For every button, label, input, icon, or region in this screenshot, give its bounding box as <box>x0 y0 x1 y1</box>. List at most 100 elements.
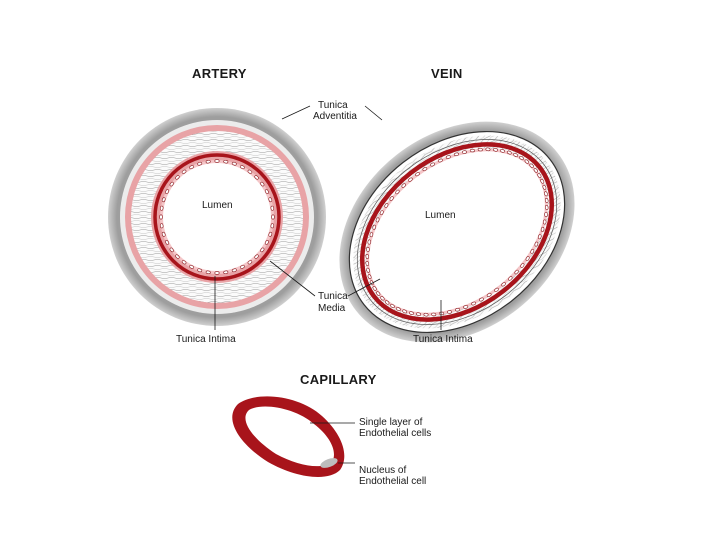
single-layer-label-line1: Single layer of <box>359 417 423 428</box>
nucleus-label-line1: Nucleus of <box>359 465 407 476</box>
endothelial-cell <box>479 297 484 302</box>
endothelial-cell <box>408 177 413 182</box>
endothelial-cell <box>384 203 389 208</box>
endothelial-cell <box>223 270 229 275</box>
leader-media-artery <box>269 260 316 297</box>
endothelial-cell <box>169 247 174 253</box>
endothelial-cell <box>534 241 539 247</box>
endothelial-cell <box>453 152 459 157</box>
leader-media-vein <box>347 278 381 297</box>
endothelial-cell <box>165 189 169 194</box>
endothelial-cell <box>231 161 237 166</box>
endothelial-cell <box>240 165 245 169</box>
endothelial-cell <box>390 303 395 309</box>
endothelial-cell <box>265 189 269 194</box>
endothelial-cell <box>175 254 180 259</box>
endothelial-cell <box>513 153 518 157</box>
artery-lumen <box>163 163 271 271</box>
endothelial-cell <box>437 158 443 163</box>
endothelial-cell <box>247 260 253 265</box>
endothelial-cell <box>372 224 376 230</box>
endothelial-cell <box>519 155 524 161</box>
artery-cross-section <box>108 108 326 326</box>
endothelial-cell <box>189 265 194 269</box>
endothelial-cell <box>529 163 534 168</box>
endothelial-cell <box>389 196 394 201</box>
endothelial-cell <box>395 189 400 195</box>
endothelial-cell <box>537 173 542 178</box>
endothelial-cell <box>544 212 548 218</box>
endothelial-cell <box>415 172 420 177</box>
endothelial-cell <box>455 307 461 312</box>
endothelial-cell <box>431 312 437 317</box>
endothelial-cell <box>159 205 164 211</box>
endothelial-cell <box>461 150 467 154</box>
capillary-title: CAPILLARY <box>300 372 377 387</box>
endothelial-cell <box>270 223 275 229</box>
endothelial-cell <box>205 159 211 164</box>
endothelial-cell <box>365 254 370 260</box>
capillary-wall <box>232 396 345 477</box>
endothelial-cell <box>223 159 229 164</box>
vein-lumen-label: Lumen <box>425 210 456 221</box>
endothelial-cell <box>254 254 259 259</box>
endothelial-cell <box>540 226 545 232</box>
endothelial-cell <box>471 301 477 306</box>
endothelial-cell <box>369 232 374 238</box>
tunica-adventitia-label-line2: Adventitia <box>313 111 357 122</box>
artery-title: ARTERY <box>192 66 247 81</box>
endothelial-cell <box>500 149 505 153</box>
endothelial-cell <box>260 247 265 253</box>
endothelial-cell <box>401 183 406 188</box>
endothelial-cell <box>161 197 166 203</box>
vein-endothelial-cells <box>365 147 549 317</box>
endothelial-cell <box>396 307 401 311</box>
endothelial-cell <box>240 265 245 269</box>
endothelial-cell <box>524 159 530 164</box>
endothelial-cell <box>447 310 453 314</box>
leader-lines <box>214 105 442 464</box>
endothelial-cell <box>538 234 542 240</box>
endothelial-cell <box>544 204 549 210</box>
endothelial-cell <box>181 169 187 174</box>
endothelial-cell <box>409 311 414 315</box>
artery-elastic-lamina <box>153 153 281 281</box>
artery-endothelial-cells <box>159 159 275 275</box>
vein-elastic-lamina <box>359 142 555 322</box>
endothelial-cell <box>254 175 259 180</box>
endothelial-cell <box>485 147 491 152</box>
capillary-cross-section <box>232 396 345 477</box>
endothelial-cell <box>494 287 499 292</box>
endothelial-cell <box>375 217 380 223</box>
endothelial-cell <box>247 169 253 174</box>
leader-adventitia-artery <box>281 105 311 120</box>
endothelial-cell <box>508 276 513 281</box>
tunica-media-label-line1: Tunica <box>318 291 348 302</box>
endothelial-cell <box>169 181 174 187</box>
endothelial-cell <box>514 269 519 275</box>
endothelial-cell <box>214 159 220 163</box>
endothelial-cell <box>181 260 187 265</box>
endothelial-cell <box>533 168 538 173</box>
leader-adventitia-vein <box>364 105 383 121</box>
endothelial-cell <box>367 274 372 280</box>
endothelial-cell <box>260 181 265 187</box>
endothelial-cell <box>486 292 492 297</box>
vein-tunica-intima-label: Tunica Intima <box>413 334 473 345</box>
endothelial-cell <box>422 167 428 172</box>
endothelial-cell <box>477 147 483 152</box>
endothelial-cell <box>268 231 273 237</box>
endothelial-cell <box>159 223 164 229</box>
endothelial-cell <box>542 184 547 190</box>
endothelial-cell <box>430 162 435 167</box>
endothelial-cell <box>270 205 275 211</box>
endothelial-cell <box>205 270 211 275</box>
endothelial-cell <box>501 282 506 287</box>
endothelial-cell <box>268 197 273 203</box>
endothelial-cell <box>197 161 203 166</box>
endothelial-cell <box>384 300 390 305</box>
endothelial-cell <box>366 267 370 273</box>
endothelial-cell <box>445 155 451 159</box>
endothelial-cell <box>365 261 370 266</box>
